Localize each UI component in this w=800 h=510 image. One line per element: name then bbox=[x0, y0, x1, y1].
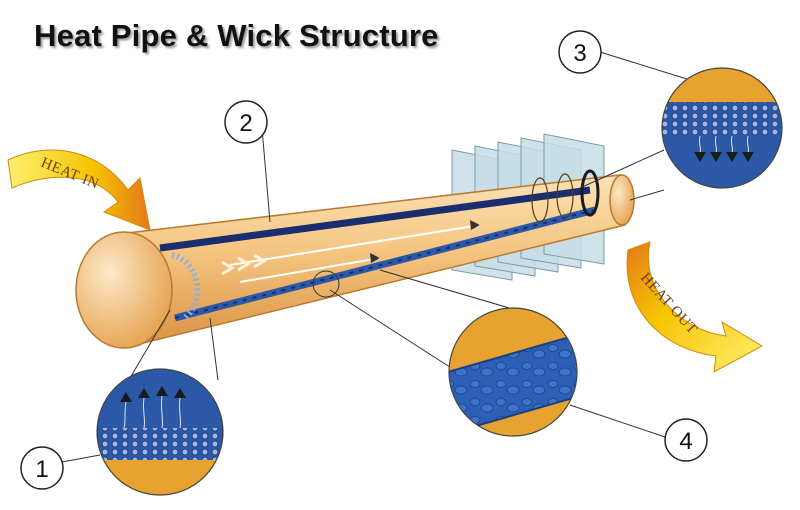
callout-4: 4 bbox=[664, 418, 708, 462]
detail-circle-wick-section bbox=[449, 308, 577, 436]
callout-4-label: 4 bbox=[679, 428, 692, 455]
detail-circle-evaporator bbox=[97, 369, 223, 495]
detail-circle-condenser bbox=[662, 68, 782, 188]
callout-3: 3 bbox=[558, 30, 602, 74]
callout-1-label: 1 bbox=[35, 456, 48, 483]
heat-pipe bbox=[109, 169, 635, 346]
zoom-marker bbox=[312, 270, 340, 298]
callout-2: 2 bbox=[224, 100, 268, 144]
diagram-title: Heat Pipe & Wick Structure bbox=[34, 18, 439, 53]
callout-1: 1 bbox=[20, 446, 64, 490]
heat-out-arrow: HEAT OUT bbox=[626, 241, 764, 373]
callout-3-label: 3 bbox=[573, 40, 586, 67]
heat-in-arrow: HEAT IN bbox=[7, 149, 151, 231]
heat-pipe-end-cap bbox=[75, 231, 173, 349]
callout-2-label: 2 bbox=[239, 110, 252, 137]
